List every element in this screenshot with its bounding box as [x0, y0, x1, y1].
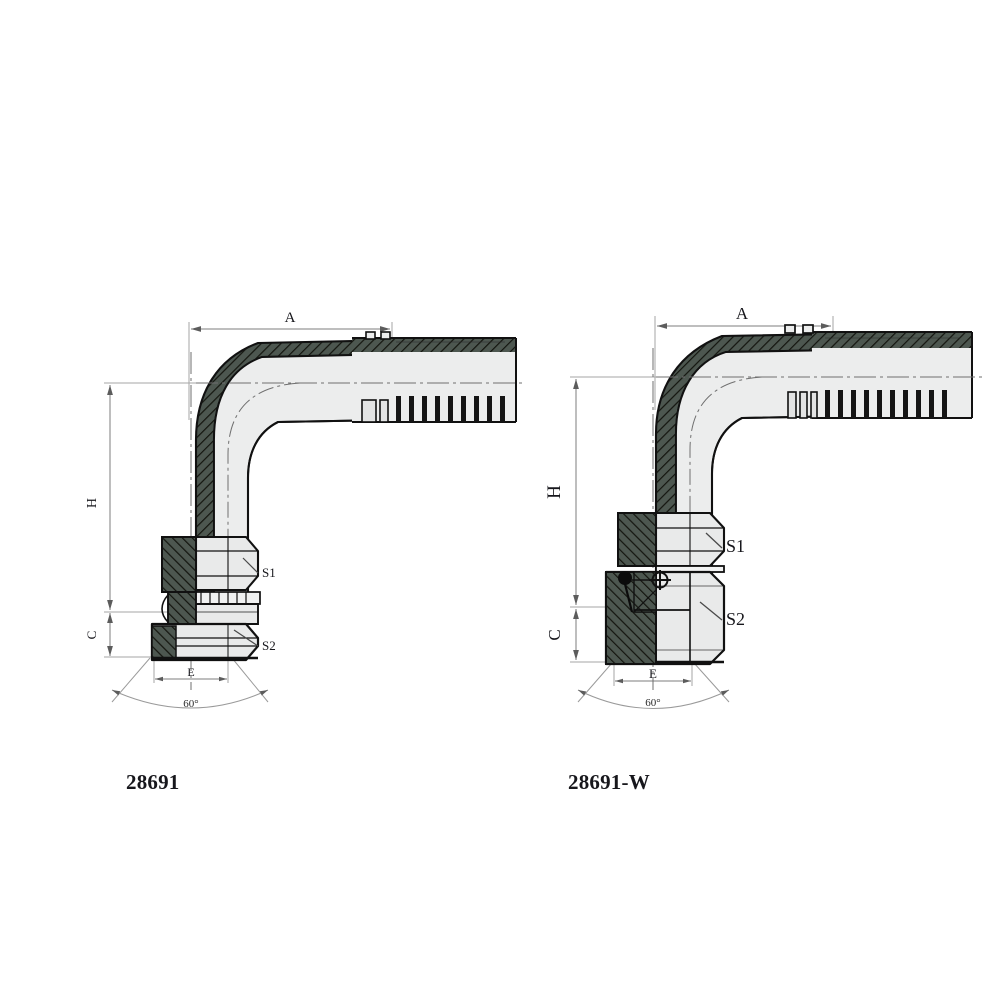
- elbow-bore-inner-edge-right: [710, 412, 961, 605]
- hose-tail-upper-hatch-right: [812, 333, 972, 348]
- part-number-caption-left: 28691: [126, 770, 180, 794]
- figure-right-28691-w: A H C E: [544, 304, 984, 709]
- angle-label-60-right: 60°: [645, 697, 660, 709]
- callout-label-S2-left: S2: [262, 638, 276, 653]
- dimension-label-H-right: H: [544, 485, 565, 499]
- dimension-label-A-left: A: [285, 310, 296, 326]
- angle-60-left: 60°: [111, 657, 269, 710]
- weld-dot-icon: [618, 571, 634, 613]
- hose-tail-upper-hatch-left: [352, 339, 516, 352]
- callout-label-S1-left: S1: [262, 565, 276, 580]
- callout-S1-right: S1: [705, 532, 745, 556]
- dimension-label-C-left: C: [84, 631, 99, 640]
- hose-barb-serrations-left: [396, 341, 505, 422]
- centreline-bend-right: [689, 376, 763, 560]
- figure-left-28691: A H C E: [84, 310, 524, 710]
- callout-label-S2-right: S2: [726, 609, 745, 629]
- flange-shoulder-left: [161, 536, 197, 625]
- flange-shoulder-right: [605, 512, 690, 665]
- dimension-label-E-left: E: [187, 665, 194, 679]
- elbow-bore-inner-edge-left: [246, 416, 501, 610]
- callout-S2-right: S2: [699, 601, 745, 629]
- dimension-E-left: E: [153, 660, 229, 683]
- callout-S2-left: S2: [233, 629, 276, 653]
- lower-hex-S2-left: [150, 622, 260, 662]
- tail-collar-right: [784, 324, 818, 419]
- callout-label-S1-right: S1: [726, 536, 745, 556]
- dimension-label-C-right: C: [545, 629, 564, 640]
- callout-S1-left: S1: [242, 557, 276, 580]
- tail-collar-left: [361, 331, 391, 423]
- dimension-label-A-right: A: [736, 304, 749, 323]
- centre-target-icon: [632, 570, 671, 590]
- centreline-bend-left: [227, 382, 301, 560]
- angle-60-right: 60°: [577, 662, 730, 709]
- part-number-caption-right: 28691-W: [568, 770, 650, 794]
- angle-label-60-left: 60°: [183, 698, 198, 710]
- dimension-label-H-left: H: [85, 498, 100, 508]
- hose-barb-serrations-right: [825, 337, 960, 418]
- dimension-C-right: C: [545, 606, 612, 663]
